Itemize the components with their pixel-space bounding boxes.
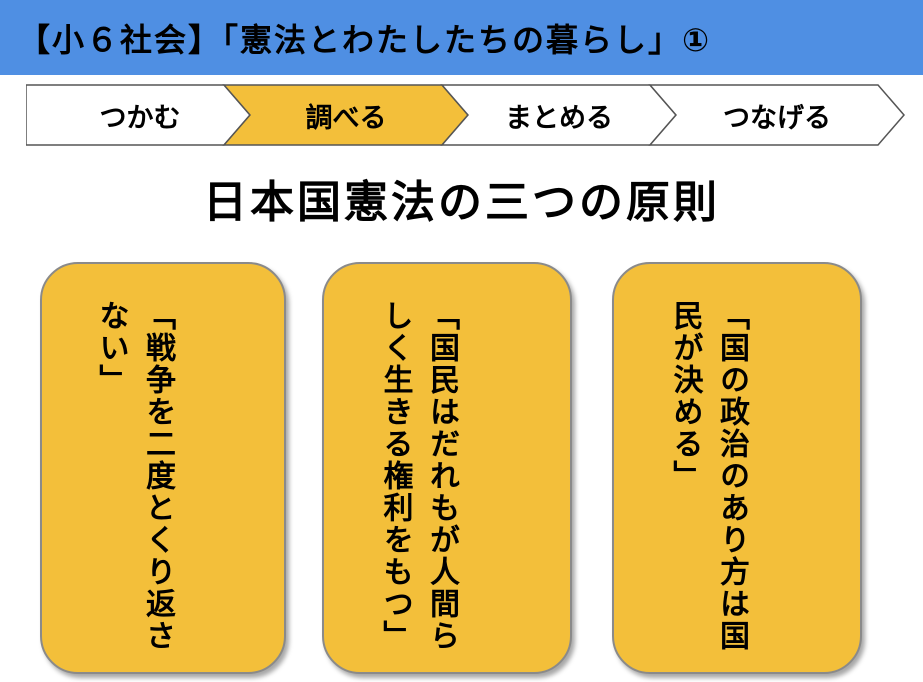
step-shiraberu: 調べる <box>305 102 387 134</box>
main-title: 日本国憲法の三つの原則 <box>203 177 720 228</box>
principle-card-sovereignty: 「国の政治のあり方は国民が決める」 <box>612 262 862 674</box>
lesson-title: 【小６社会】「憲法とわたしたちの暮らし」① <box>18 20 712 59</box>
header-bar: 【小６社会】「憲法とわたしたちの暮らし」① <box>0 0 923 75</box>
step-4-arrow <box>648 84 905 146</box>
principle-text-sovereignty: 「国の政治のあり方は国民が決める」 <box>667 300 750 652</box>
step-matomeru: まとめる <box>505 102 613 134</box>
principle-text-peace: 「戦争を二度とくり返さない」 <box>93 300 176 652</box>
principle-text-human-rights: 「国民はだれもが人間らしく生きる権利をもつ」 <box>377 300 460 652</box>
step-tsukamu: つかむ <box>99 102 181 134</box>
principle-card-human-rights: 「国民はだれもが人間らしく生きる権利をもつ」 <box>322 262 572 674</box>
step-indicator: つかむ 調べる まとめる つなげる <box>26 84 906 146</box>
principle-card-peace: 「戦争を二度とくり返さない」 <box>40 262 286 674</box>
step-tsunageru: つなげる <box>723 102 831 134</box>
